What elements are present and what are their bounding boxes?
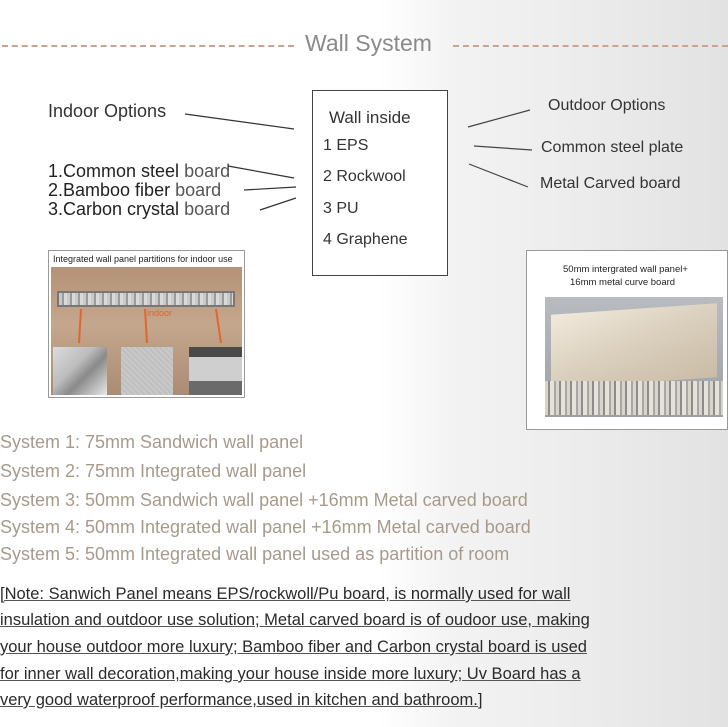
indoor-option-soft: board	[170, 180, 222, 200]
note-line-4: for inner wall decoration,making your ho…	[0, 665, 581, 683]
outdoor-options-heading: Outdoor Options	[548, 97, 666, 114]
indoor-option-strong: Bamboo fiber	[63, 180, 171, 200]
indoor-option-soft: board	[179, 161, 231, 181]
indoor-option-num: 1.	[48, 161, 64, 181]
wall-inside-box: Wall inside 1 EPS 2 Rockwool 3 PU 4 Grap…	[312, 90, 448, 276]
indoor-option-1: 1.Common steel board	[48, 162, 230, 181]
title-dash-left	[2, 45, 294, 47]
outdoor-photo-caption-line1: 50mm intergrated wall panel+	[563, 264, 688, 275]
indoor-sample-carbon	[189, 347, 242, 395]
outdoor-option-steel-plate: Common steel plate	[541, 139, 684, 156]
indoor-option-num: 2.	[48, 180, 64, 200]
wall-inside-heading: Wall inside	[329, 108, 411, 127]
note-line-2: insulation and outdoor use solution; Met…	[0, 611, 590, 629]
indoor-sample-bamboo	[121, 347, 173, 395]
page-title: Wall System	[305, 30, 432, 56]
indoor-option-strong: Carbon crystal	[63, 199, 180, 219]
indoor-partition-photo: Integrated wall panel partitions for ind…	[48, 250, 245, 398]
wall-inside-item-rockwool: 2 Rockwool	[323, 168, 406, 185]
system-1: System 1: 75mm Sandwich wall panel	[0, 432, 304, 452]
indoor-photo-caption: Integrated wall panel partitions for ind…	[53, 254, 233, 264]
system-5: System 5: 50mm Integrated wall panel use…	[0, 544, 510, 564]
outdoor-panel-core	[545, 381, 723, 415]
connector-indoor-3	[259, 197, 297, 211]
note-line-1: [Note: Sanwich Panel means EPS/rockwoll/…	[0, 585, 571, 603]
indoor-photo-tag: indoor	[147, 308, 173, 318]
connector-outdoor-1	[473, 145, 533, 151]
system-2: System 2: 75mm Integrated wall panel	[0, 461, 307, 481]
indoor-option-strong: Common steel	[63, 161, 180, 181]
indoor-sample-steel	[53, 347, 107, 395]
connector-indoor-1	[227, 165, 295, 179]
indoor-panel-section	[57, 291, 235, 307]
indoor-option-2: 2.Bamboo fiber board	[48, 181, 221, 200]
outdoor-option-metal-carved: Metal Carved board	[540, 175, 681, 192]
connector-outdoor-2	[468, 163, 529, 188]
title-dash-right	[453, 45, 728, 47]
outdoor-curve-board-photo: 50mm intergrated wall panel+ 16mm metal …	[526, 250, 728, 430]
indoor-options-heading: Indoor Options	[48, 101, 167, 121]
connector-lines	[184, 109, 533, 211]
note-line-3: your house outdoor more luxury; Bamboo f…	[0, 638, 587, 656]
wall-inside-item-eps: 1 EPS	[323, 137, 369, 154]
system-4: System 4: 50mm Integrated wall panel +16…	[0, 517, 531, 537]
note-line-5: very good waterproof performance,used in…	[0, 691, 483, 709]
connector-indoor-heading	[184, 113, 295, 130]
connector-outdoor-heading	[467, 109, 531, 128]
indoor-option-3: 3.Carbon crystal board	[48, 200, 230, 219]
indoor-orange-arrows	[78, 308, 222, 344]
connector-indoor-2	[243, 186, 297, 191]
system-3: System 3: 50mm Sandwich wall panel +16mm…	[0, 490, 528, 510]
wall-inside-item-graphene: 4 Graphene	[323, 231, 408, 248]
outdoor-photo-caption-line2: 16mm metal curve board	[570, 277, 676, 288]
wall-inside-item-pu: 3 PU	[323, 200, 359, 217]
outdoor-metal-board	[551, 303, 717, 389]
indoor-option-num: 3.	[48, 199, 64, 219]
indoor-option-soft: board	[179, 199, 231, 219]
